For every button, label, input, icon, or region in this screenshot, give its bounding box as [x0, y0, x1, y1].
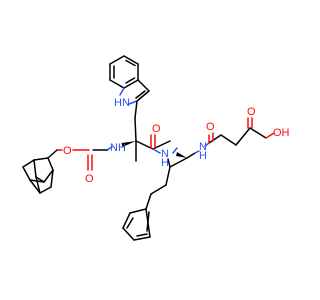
molecule-structure: HN O O NH O N H N H O O OH — [22, 55, 290, 241]
acid-carbonyl-oxygen-label: O — [247, 106, 256, 118]
carbamate-ester-oxygen-label: O — [63, 145, 72, 157]
carbamate-nh-label: NH — [110, 142, 126, 154]
benzyl-group — [122, 147, 188, 241]
ketone-oxygen-label: O — [206, 121, 215, 133]
acid-hydroxyl-label: OH — [273, 127, 290, 139]
indole-nh-label: HN — [114, 97, 130, 109]
amide-hydrogen-label: H — [161, 157, 169, 169]
alpha-carbon-group — [121, 100, 154, 162]
indole-benzene-ring — [109, 55, 139, 89]
adamantyl-cage — [22, 149, 63, 194]
carbamate-carbonyl-oxygen-label: O — [85, 173, 94, 185]
amide-oxygen-label: O — [152, 123, 161, 135]
amide-nitrogen-label: N — [161, 148, 169, 160]
carbamate-group — [72, 146, 113, 171]
succinyl-chain — [186, 117, 275, 159]
succinyl-nitrogen-label: N — [199, 141, 207, 153]
amide-group — [150, 134, 171, 154]
succinyl-hydrogen-label: H — [199, 150, 207, 162]
indole-pyrrole-ring — [119, 79, 150, 105]
atom-labels: HN O O NH O N H N H O O OH — [63, 97, 290, 185]
